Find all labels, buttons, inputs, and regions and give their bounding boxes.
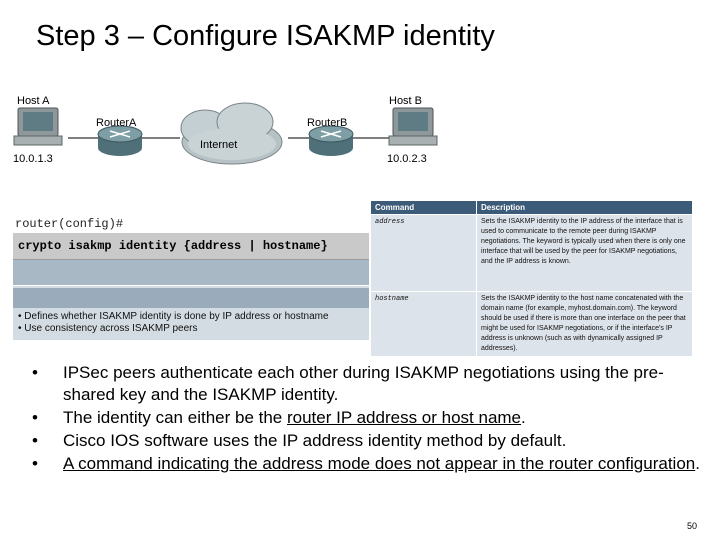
slide-title: Step 3 – Configure ISAKMP identity (36, 20, 495, 52)
internet-cloud-icon (180, 102, 283, 165)
router-b-label: RouterB (307, 117, 348, 129)
router-b-icon (308, 125, 354, 156)
host-a-label: Host A (17, 95, 50, 107)
command-table: Command Description address Sets the ISA… (370, 200, 693, 357)
table-row: hostname Sets the ISAKMP identity to the… (370, 291, 693, 357)
table-cell-command: hostname (370, 291, 477, 357)
bullet-text: . (521, 408, 526, 427)
bullet-item: • The identity can either be the router … (32, 407, 707, 429)
notes-list: • Defines whether ISAKMP identity is don… (18, 311, 366, 335)
host-a-computer-icon (13, 107, 63, 146)
table-header-description: Description (476, 200, 693, 215)
table-row: address Sets the ISAKMP identity to the … (370, 214, 693, 292)
internet-label: Internet (200, 139, 238, 151)
decorative-stripe (13, 260, 369, 285)
underlined-text: router IP address or host name (286, 408, 522, 427)
command-bar (13, 232, 369, 260)
table-header-command: Command (370, 200, 477, 215)
table-cell-description: Sets the ISAKMP identity to the IP addre… (476, 214, 693, 292)
cli-prompt: router(config)# (15, 217, 124, 231)
bullet-marker: • (32, 454, 38, 473)
bullet-list: • IPSec peers authenticate each other du… (32, 362, 707, 476)
bullet-marker: • (32, 431, 38, 450)
bullet-marker: • (32, 408, 38, 427)
decorative-stripe (13, 288, 369, 308)
command-syntax: crypto isakmp identity {address | hostna… (18, 239, 328, 253)
bullet-text: . (695, 454, 700, 473)
underlined-text: A command indicating the address mode do… (63, 454, 696, 473)
bullet-text: Cisco IOS software uses the IP address i… (63, 431, 567, 450)
router-a-icon (97, 125, 143, 156)
router-a-label: RouterA (96, 117, 137, 129)
bullet-item: • Cisco IOS software uses the IP address… (32, 430, 707, 452)
host-b-ip: 10.0.2.3 (387, 153, 427, 165)
note-item: • Use consistency across ISAKMP peers (18, 323, 198, 334)
table-header-row: Command Description (370, 200, 693, 215)
bullet-text: IPSec peers authenticate each other duri… (63, 363, 664, 404)
note-item: • Defines whether ISAKMP identity is don… (18, 311, 329, 322)
bullet-item: • IPSec peers authenticate each other du… (32, 362, 707, 406)
bullet-text: The identity can either be the (63, 408, 287, 427)
table-cell-description: Sets the ISAKMP identity to the host nam… (476, 291, 693, 357)
bullet-marker: • (32, 363, 38, 382)
host-b-computer-icon (388, 107, 438, 146)
host-a-ip: 10.0.1.3 (13, 153, 53, 165)
host-b-label: Host B (389, 95, 423, 107)
page-number: 50 (686, 521, 697, 531)
bullet-item: • A command indicating the address mode … (32, 453, 707, 475)
table-cell-command: address (370, 214, 477, 292)
network-diagram (13, 102, 438, 165)
